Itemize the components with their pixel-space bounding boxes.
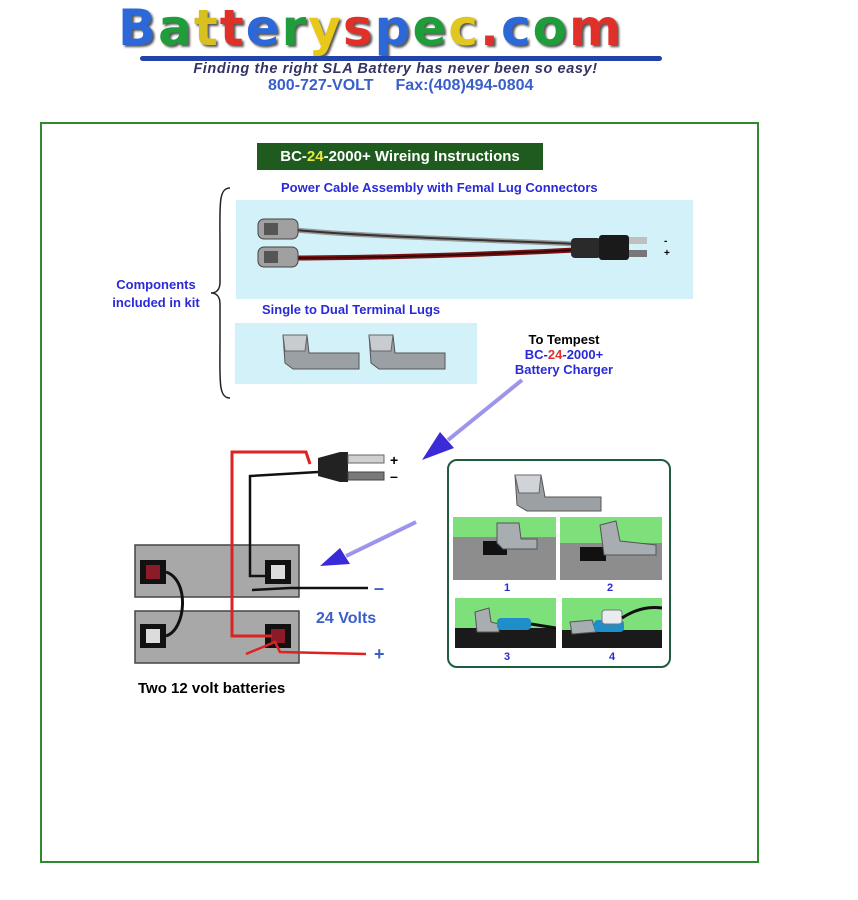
batteries-caption: Two 12 volt batteries [138,680,286,697]
series-jumper-wire [165,570,184,638]
battery-top [134,544,300,598]
battery-bottom [134,610,300,664]
step-2-number: 2 [607,582,614,594]
step-4-image [562,598,662,648]
cable-plus: + [664,248,670,259]
components-label-line1: Components [116,277,196,292]
output-minus-sign: – [374,578,385,598]
installation-steps-panel: 1 2 3 4 [447,459,671,668]
lug-closeup-image [514,474,602,512]
phone-number[interactable]: 800-727-VOLT [268,77,374,94]
logo-letter: m [569,0,624,57]
logo-letter: . [480,0,501,57]
step-3-image [455,598,556,648]
logo-letter: t [219,0,246,57]
charger-name: Battery Charger [514,362,614,377]
plug-minus-sign: – [390,468,398,484]
voltage-label: 24 Volts [316,610,377,627]
logo-letter: t [193,0,220,57]
charger-model-suffix: -2000+ [562,347,604,362]
step-4-drawing [562,606,662,648]
to-tempest-text: To Tempest [528,332,600,347]
diagram-frame [40,122,759,863]
logo-letter: e [245,0,282,57]
output-positive-lead [245,640,367,656]
logo-letter: y [308,0,343,57]
contact-line: 800-727-VOLT Fax:(408)494-0804 [268,77,533,95]
title-model: 24 [306,148,324,165]
output-plus-sign: + [374,644,385,664]
logo-letter: s [342,0,375,57]
charger-label: To Tempest BC-24-2000+ Battery Charger [480,332,648,377]
step-1-image [453,517,556,580]
logo-letter: a [158,0,194,57]
charger-model: BC-24-2000+ [480,347,648,362]
step-1-drawing [453,522,556,580]
site-logo[interactable]: Batteryspec.com [118,0,678,56]
terminal-lugs-drawing [282,334,446,370]
step-3-drawing [455,607,556,648]
battery-arrow [320,520,417,566]
charger-model-num: 24 [547,347,563,362]
charger-negative-wire [248,470,319,578]
logo-letter: o [532,0,569,57]
logo-letter: r [281,0,309,57]
step-3-number: 3 [504,651,511,663]
step-2-drawing [560,520,662,580]
output-negative-lead [251,586,368,592]
logo-letter: c [501,0,533,57]
step-2-image [560,517,662,580]
components-label-line2: included in kit [112,295,200,310]
logo-letter: p [374,0,413,57]
components-label: Components included in kit [100,276,212,312]
lugs-label: Single to Dual Terminal Lugs [262,302,441,317]
logo-underline [140,56,662,61]
cable-assembly-drawing: - + [257,218,670,268]
page-title: BC-24-2000+ Wireing Instructions [257,143,543,170]
title-prefix: BC- [280,148,307,165]
cable-label: Power Cable Assembly with Femal Lug Conn… [281,180,598,195]
charger-arrow [422,378,524,460]
charger-model-prefix: BC- [524,347,548,362]
step-1-number: 1 [504,582,511,594]
logo-letter: B [118,0,159,57]
fax-number: Fax:(408)494-0804 [395,77,534,94]
cable-minus: - [664,236,667,247]
plug-plus-sign: + [390,452,399,468]
logo-letter: c [448,0,480,57]
step-4-number: 4 [609,651,616,663]
components-brace [210,187,231,399]
charger-plug [318,452,385,482]
logo-letter: e [412,0,449,57]
tagline: Finding the right SLA Battery has never … [193,61,598,77]
cable-assembly-image: - + [236,200,693,299]
terminal-lugs-image [235,323,477,384]
title-suffix: -2000+ Wireing Instructions [323,148,520,165]
charger-positive-wire [230,450,312,638]
